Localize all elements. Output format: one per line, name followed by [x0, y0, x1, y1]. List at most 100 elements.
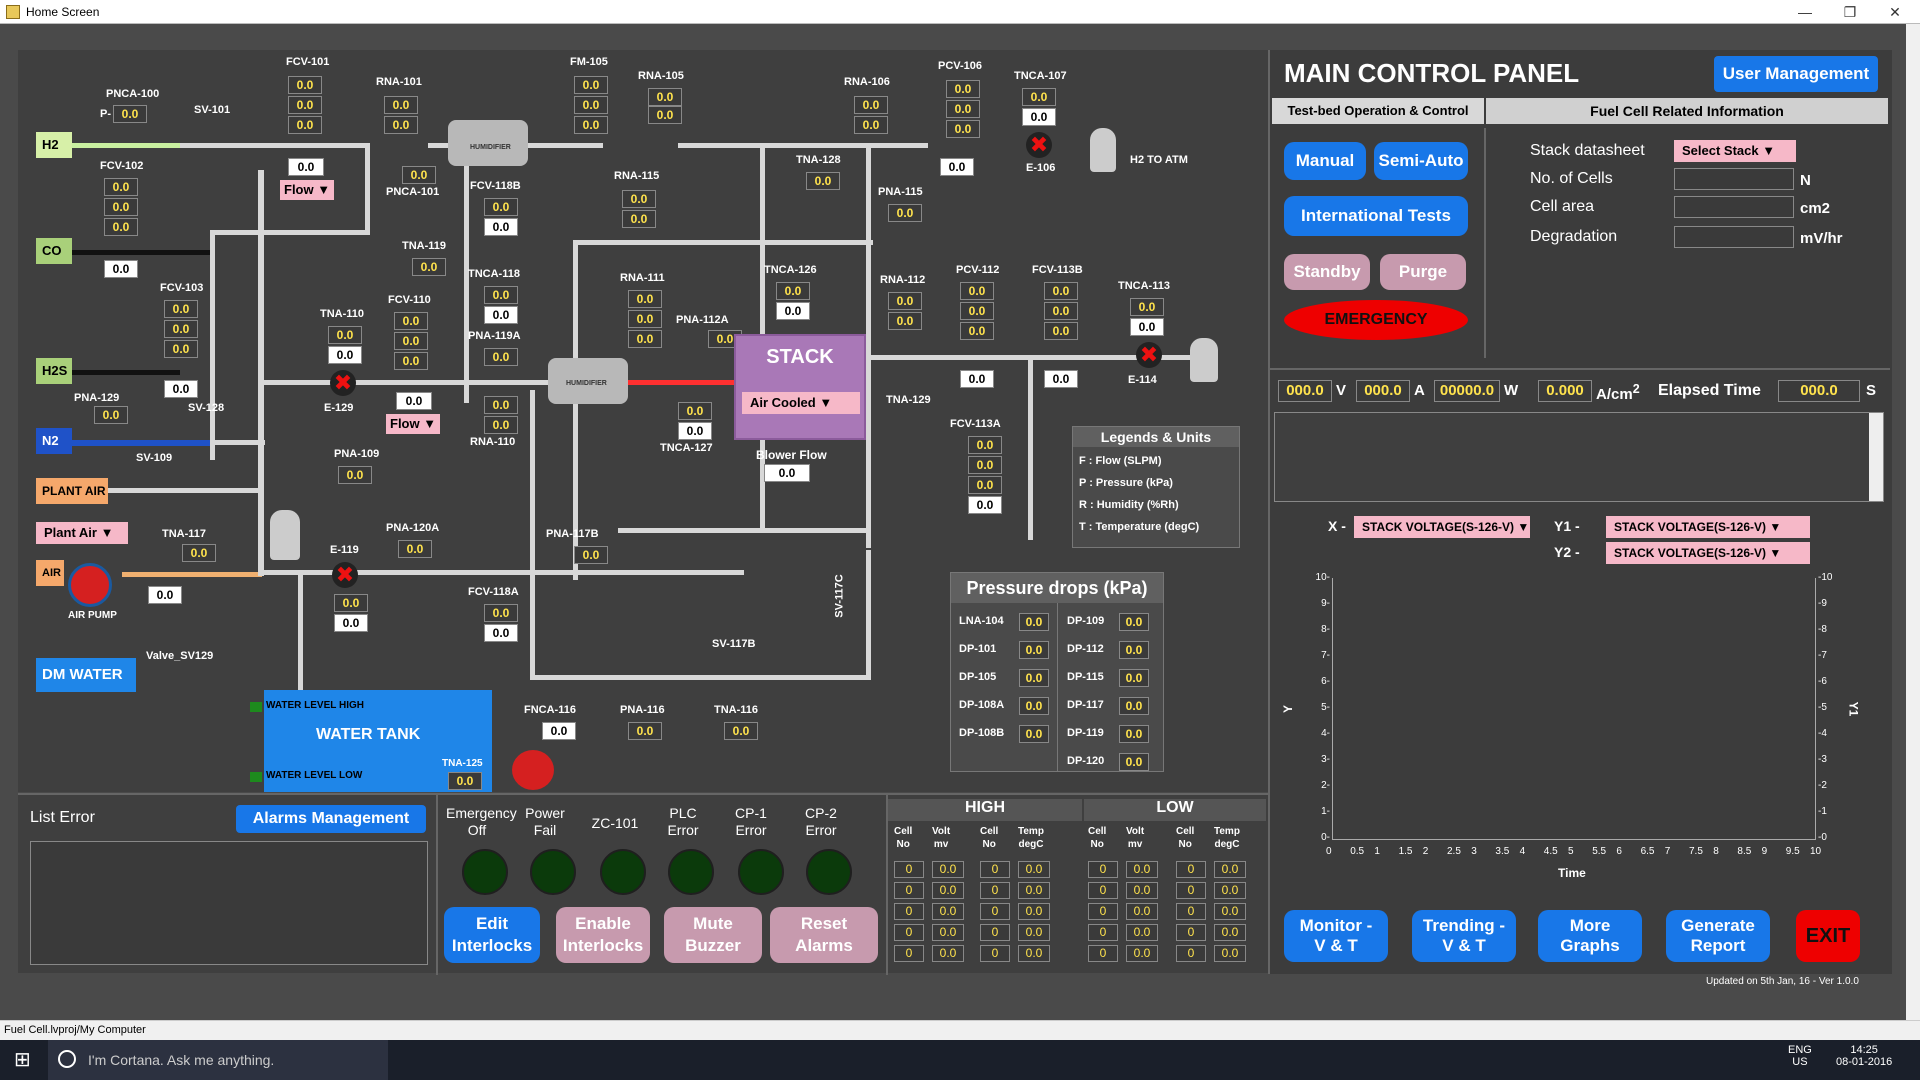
minimize-button[interactable]: —	[1798, 4, 1812, 20]
value-pna-129: 0.0	[94, 406, 128, 424]
message-box[interactable]	[1274, 412, 1884, 502]
value-rna-106-r: 0.0	[854, 116, 888, 134]
plc-error-led	[668, 849, 714, 895]
plant-air-dropdown[interactable]: Plant Air ▼	[36, 522, 128, 544]
value-fcv-118b-f2: 0.0	[484, 218, 518, 236]
value-rna-111-t: 0.0	[628, 310, 662, 328]
semi-auto-button[interactable]: Semi-Auto	[1374, 142, 1468, 180]
version-info: Updated on 5th Jan, 16 - Ver 1.0.0	[1706, 976, 1859, 987]
y2-tick: -4	[1818, 728, 1827, 739]
message-scrollbar[interactable]	[1869, 413, 1883, 501]
limits-cell: 0.0	[932, 861, 964, 878]
tab-fuel-cell-info[interactable]: Fuel Cell Related Information	[1486, 98, 1888, 124]
y-tick: 8-	[1321, 624, 1330, 635]
x-axis-dropdown[interactable]: STACK VOLTAGE(S-126-V) ▼	[1354, 516, 1530, 538]
tab-testbed-operation[interactable]: Test-bed Operation & Control	[1272, 98, 1484, 124]
indicator-line: Power	[525, 805, 565, 821]
y-tick: 1-	[1321, 806, 1330, 817]
windows-start-icon[interactable]: ⊞	[14, 1049, 31, 1071]
cell-area-input[interactable]	[1674, 196, 1794, 218]
close-button[interactable]: ✕	[1889, 4, 1901, 20]
select-stack-dropdown[interactable]: Select Stack ▼	[1674, 140, 1796, 162]
trending-vt-button[interactable]: Trending -V & T	[1412, 910, 1516, 962]
value-fcv-113a-t: 0.0	[968, 476, 1002, 494]
cooling-dropdown[interactable]: Air Cooled ▼	[742, 392, 860, 414]
value-fcv-102-f: 0.0	[104, 178, 138, 196]
indicator-line: Fail	[533, 822, 557, 838]
limits-cell: 0.0	[1214, 924, 1246, 941]
value-pcv-106-t: 0.0	[946, 120, 980, 138]
pd-label: LNA-104	[959, 615, 1004, 627]
exit-button[interactable]: EXIT	[1796, 910, 1860, 962]
h2s-source: H2S	[36, 358, 72, 384]
manual-button[interactable]: Manual	[1284, 142, 1366, 180]
pd-value: 0.0	[1019, 725, 1049, 743]
error-list-table[interactable]	[30, 841, 428, 965]
cell-area-label: Cell area	[1530, 198, 1595, 215]
maximize-button[interactable]: ❐	[1843, 4, 1857, 20]
international-tests-button[interactable]: International Tests	[1284, 196, 1468, 236]
tag-rna-110: RNA-110	[470, 436, 516, 448]
standby-button[interactable]: Standby	[1284, 254, 1370, 290]
tag-e-129: E-129	[324, 402, 354, 414]
legend-title: Legends & Units	[1073, 427, 1239, 447]
h2-vent-icon	[1090, 128, 1116, 172]
y1-axis-dropdown[interactable]: STACK VOLTAGE(S-126-V) ▼	[1606, 516, 1810, 538]
alarms-management-button[interactable]: Alarms Management	[236, 805, 426, 833]
legend-item: R : Humidity (%Rh)	[1079, 499, 1179, 511]
monitor-vt-button[interactable]: Monitor -V & T	[1284, 910, 1388, 962]
flow-dropdown-1[interactable]: Flow ▼	[280, 180, 334, 200]
tag-rna-105: RNA-105	[638, 70, 684, 82]
limits-cell: 0	[1176, 945, 1206, 962]
limits-cell: 0.0	[932, 924, 964, 941]
x-tick: 5.5	[1592, 846, 1607, 857]
value-fcv-113b-f: 0.0	[1044, 282, 1078, 300]
limits-col-header-line: Volt	[1126, 826, 1145, 837]
vertical-scrollbar[interactable]	[1906, 24, 1920, 1020]
cortana-placeholder: I'm Cortana. Ask me anything.	[88, 1052, 275, 1068]
exhaust-vent-icon	[1190, 338, 1218, 382]
x-tick: 4.5	[1543, 846, 1558, 857]
user-management-button[interactable]: User Management	[1714, 56, 1878, 92]
current-density-value: 0.000	[1538, 380, 1592, 402]
value-pnca-101: 0.0	[402, 166, 436, 184]
y2-axis-dropdown[interactable]: STACK VOLTAGE(S-126-V) ▼	[1606, 542, 1810, 564]
y-tick: 4-	[1321, 728, 1330, 739]
y1-axis-label: Y1 -	[1554, 518, 1580, 534]
emergency-button[interactable]: EMERGENCY	[1284, 300, 1468, 340]
time-graph[interactable]	[1332, 578, 1816, 840]
select-stack-label: Select Stack	[1682, 143, 1759, 158]
tag-tna-129: TNA-129	[886, 394, 931, 406]
purge-button[interactable]: Purge	[1380, 254, 1466, 290]
tag-tna-116: TNA-116	[714, 704, 759, 716]
value-tna-110-t2: 0.0	[328, 346, 362, 364]
value-rna-115-t: 0.0	[622, 190, 656, 208]
value-fcv-113a-p: 0.0	[968, 456, 1002, 474]
limits-cell: 0	[980, 861, 1010, 878]
tag-fnca-116: FNCA-116	[524, 704, 576, 716]
y2-tick: -5	[1818, 702, 1827, 713]
button-line: Mute	[693, 914, 733, 933]
cortana-search-box[interactable]: I'm Cortana. Ask me anything.	[48, 1040, 388, 1080]
flow-dropdown-2[interactable]: Flow ▼	[386, 414, 440, 434]
x-tick: 1	[1374, 846, 1380, 857]
divider	[886, 795, 888, 975]
fan-e114-icon: ✖	[1136, 342, 1162, 368]
no-of-cells-input[interactable]	[1674, 168, 1794, 190]
degradation-input[interactable]	[1674, 226, 1794, 248]
pipe	[298, 570, 303, 710]
current-value: 000.0	[1356, 380, 1410, 402]
value-pna-120a: 0.0	[398, 540, 432, 558]
value-tnca-126-t1: 0.0	[776, 282, 810, 300]
tag-rna-101: RNA-101	[376, 76, 422, 88]
